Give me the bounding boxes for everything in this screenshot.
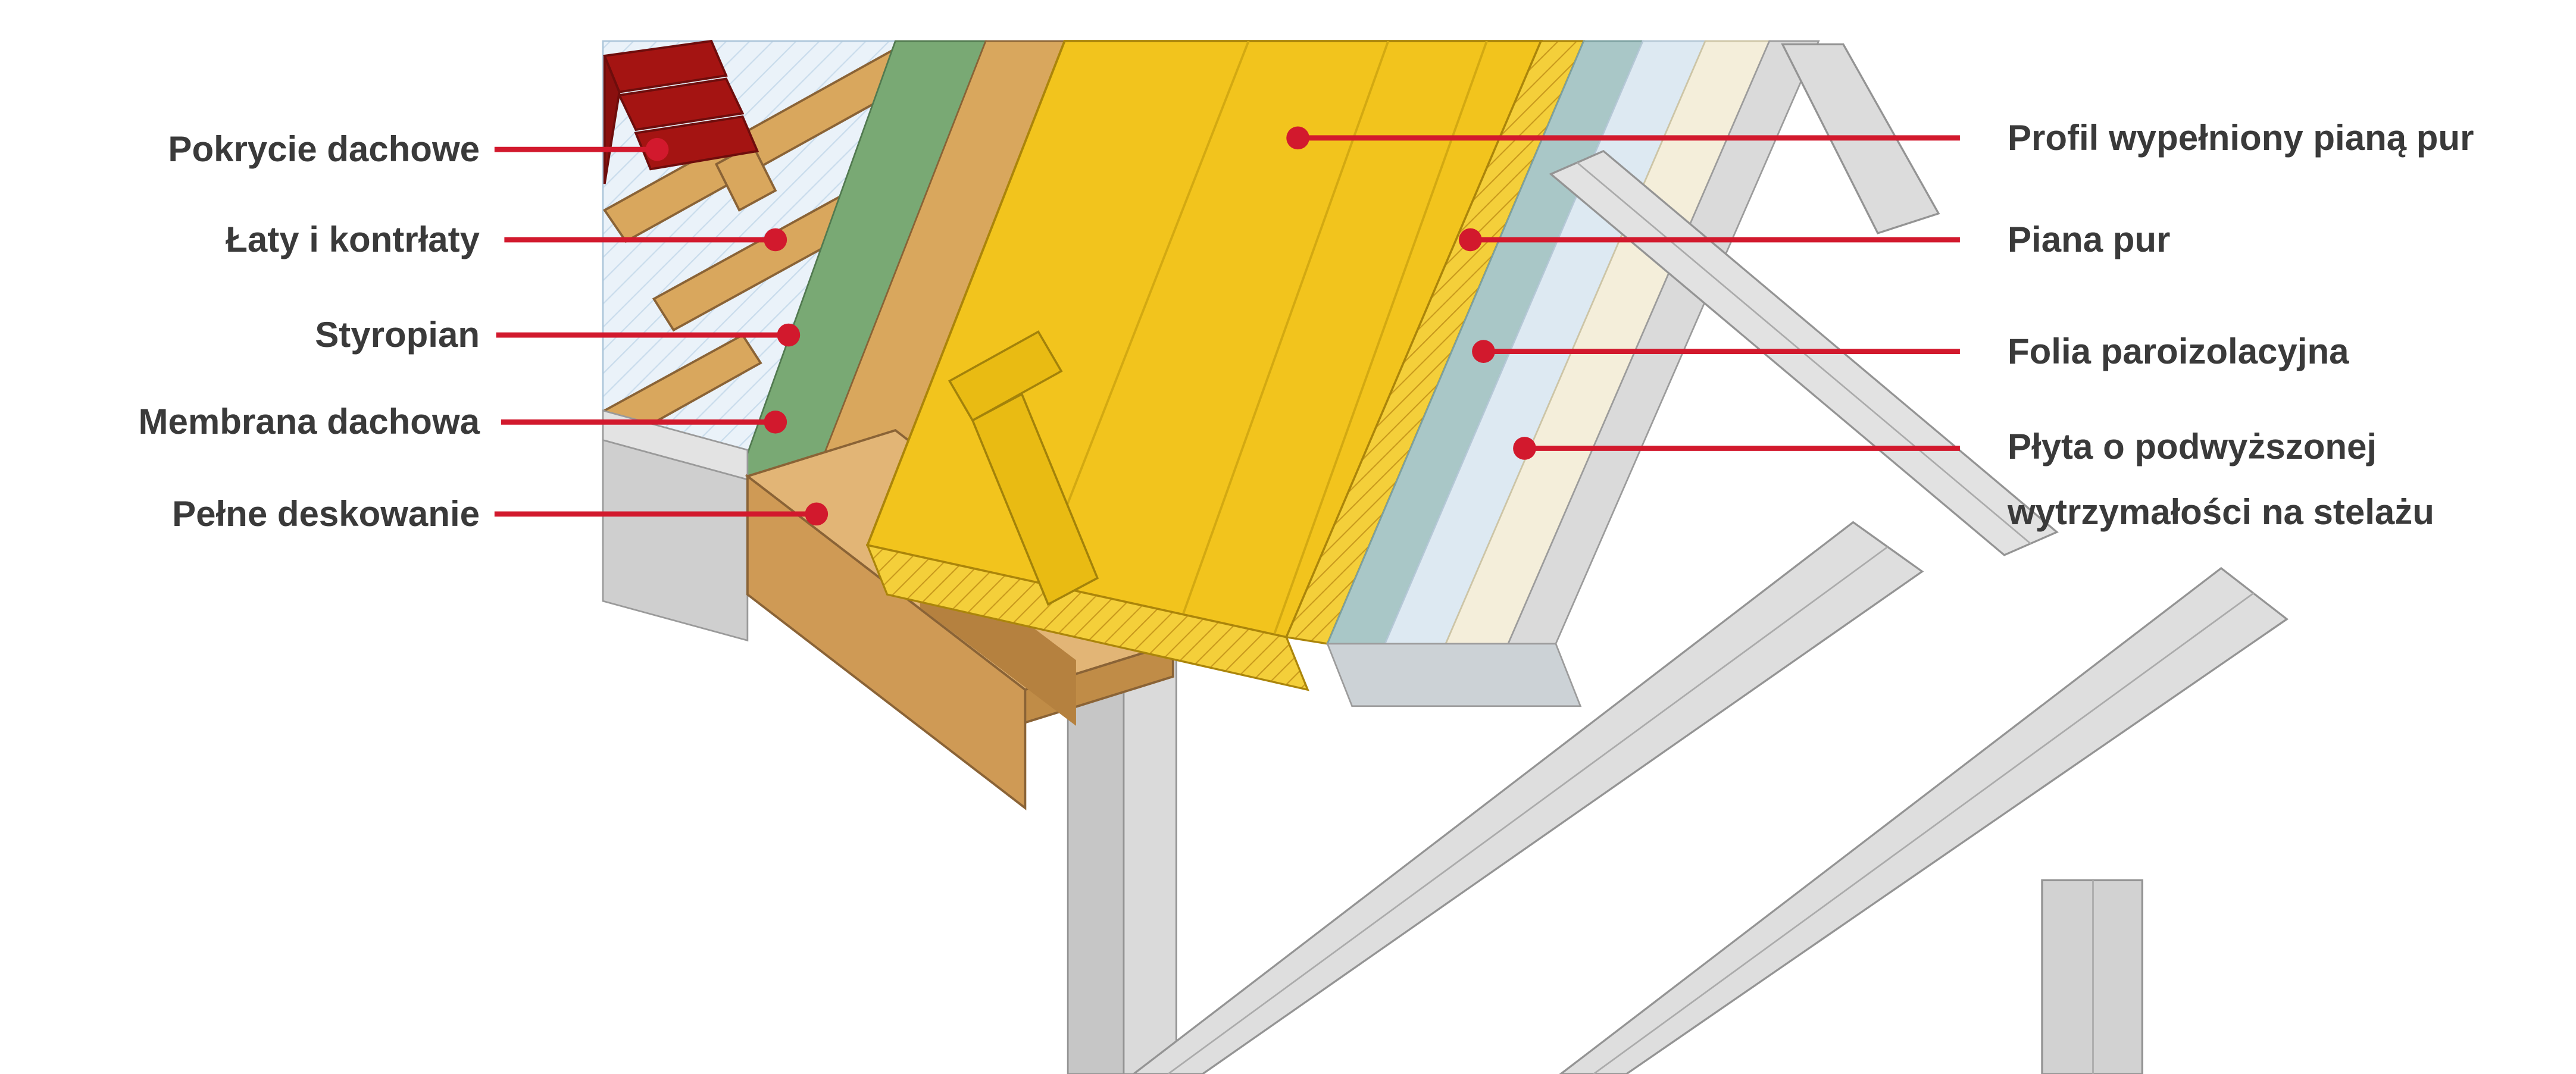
leader-dot	[805, 502, 829, 526]
steel-frame	[1131, 43, 2289, 1074]
label-pur-filled-profile: Profil wypełniony pianą pur	[2008, 118, 2474, 158]
label-styrofoam: Styropian	[315, 315, 480, 355]
leader-dot	[764, 410, 787, 434]
layers-bottom-edge	[1326, 643, 1582, 707]
leader-dot	[777, 323, 801, 347]
leader-dot	[764, 228, 787, 252]
leader-dot	[1286, 126, 1309, 150]
leader-dot	[1459, 228, 1482, 252]
base-block	[602, 409, 749, 642]
leader-dot	[645, 137, 669, 161]
leader-dot	[1472, 340, 1495, 363]
steel-c-profile-filled	[948, 330, 1099, 606]
label-membrane: Membrana dachowa	[138, 402, 480, 442]
label-full-boarding: Pełne deskowanie	[172, 494, 480, 534]
pur-foam-cut-face	[865, 544, 1309, 691]
leader-lines	[494, 135, 1960, 517]
steel-brace	[1559, 566, 2289, 1074]
label-reinforced-board-line1: Płyta o podwyższonej	[2008, 427, 2377, 466]
pur-profile-slab	[865, 40, 1586, 691]
steel-brace	[1131, 521, 1924, 1074]
label-vapour-foil: Folia paroizolacyjna	[2008, 331, 2349, 371]
label-pur-foam: Piana pur	[2008, 220, 2171, 259]
label-reinforced-board-line2: wytrzymałości na stelażu	[2008, 492, 2434, 532]
leader-dots	[645, 126, 1536, 526]
leader-dot	[1513, 437, 1536, 460]
roof-covering-tiles	[603, 39, 759, 184]
label-roof-covering: Pokrycie dachowe	[168, 129, 480, 169]
label-reinforced-board: Płyta o podwyższonej wytrzymałości na st…	[2008, 414, 2543, 545]
label-battens: Łaty i kontrłaty	[226, 220, 480, 259]
